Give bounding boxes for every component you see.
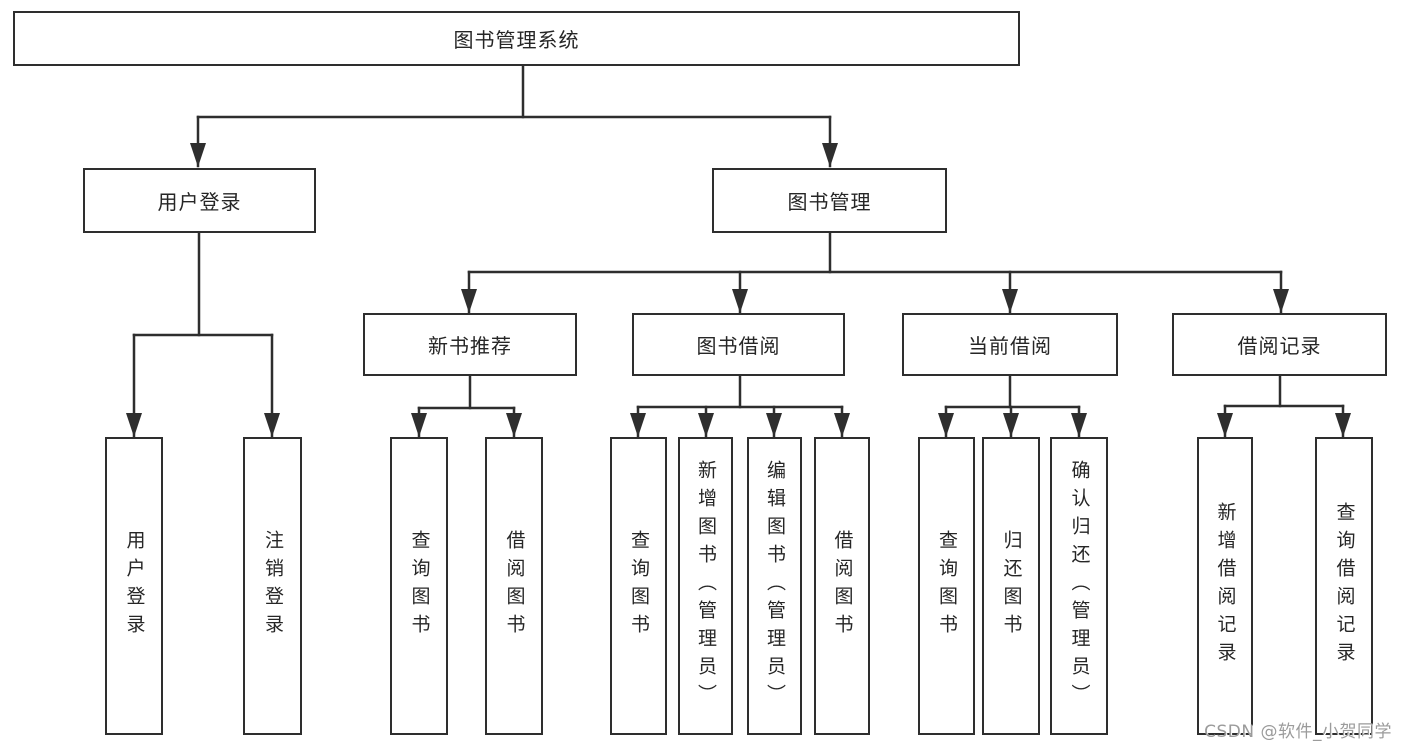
leaf-logout-label: 注销登录 bbox=[262, 530, 284, 642]
node-book-mgmt-label: 图书管理 bbox=[787, 190, 872, 214]
leaf-current-return: 归还图书 bbox=[982, 437, 1040, 735]
leaf-user-login-label: 用户登录 bbox=[123, 530, 146, 642]
leaf-current-query-label: 查询图书 bbox=[936, 530, 958, 642]
leaf-user-login: 用户登录 bbox=[105, 437, 163, 735]
leaf-borrow-edit-admin: 编辑图书（管理员） bbox=[747, 437, 802, 735]
node-borrow-records-label: 借阅记录 bbox=[1237, 334, 1322, 358]
leaf-newbook-borrow: 借阅图书 bbox=[485, 437, 543, 735]
leaf-borrow-add-admin-label: 新增图书（管理员） bbox=[695, 460, 717, 712]
leaf-records-add: 新增借阅记录 bbox=[1197, 437, 1253, 735]
leaf-current-query: 查询图书 bbox=[918, 437, 975, 735]
leaf-records-query: 查询借阅记录 bbox=[1315, 437, 1373, 735]
node-root-label: 图书管理系统 bbox=[453, 28, 580, 52]
leaf-borrow-query-label: 查询图书 bbox=[628, 530, 650, 642]
connector-book-mgmt bbox=[461, 231, 1289, 314]
node-book-mgmt: 图书管理 bbox=[712, 168, 947, 233]
node-user-login-label: 用户登录 bbox=[157, 190, 242, 214]
connector-book-borrow bbox=[630, 374, 850, 438]
node-user-login: 用户登录 bbox=[83, 168, 316, 233]
leaf-current-confirm-admin: 确认归还（管理员） bbox=[1050, 437, 1108, 735]
node-new-book: 新书推荐 bbox=[363, 313, 577, 376]
node-current-borrow-label: 当前借阅 bbox=[968, 334, 1052, 358]
leaf-borrow-query: 查询图书 bbox=[610, 437, 667, 735]
leaf-current-confirm-admin-label: 确认归还（管理员） bbox=[1068, 460, 1091, 712]
leaf-borrow-edit-admin-label: 编辑图书（管理员） bbox=[764, 460, 786, 712]
csdn-watermark: CSDN @软件_小贺同学 bbox=[1204, 722, 1392, 742]
leaf-newbook-query: 查询图书 bbox=[390, 437, 448, 735]
node-book-borrow-label: 图书借阅 bbox=[696, 334, 781, 358]
leaf-borrow-borrow-label: 借阅图书 bbox=[831, 530, 854, 642]
leaf-records-add-label: 新增借阅记录 bbox=[1214, 502, 1237, 670]
connector-root bbox=[190, 65, 838, 168]
connector-borrow-records bbox=[1217, 374, 1351, 438]
leaf-logout: 注销登录 bbox=[243, 437, 302, 735]
leaf-records-query-label: 查询借阅记录 bbox=[1333, 502, 1356, 670]
node-root-system: 图书管理系统 bbox=[13, 11, 1020, 66]
leaf-borrow-add-admin: 新增图书（管理员） bbox=[678, 437, 733, 735]
node-borrow-records: 借阅记录 bbox=[1172, 313, 1387, 376]
connector-current-borrow bbox=[938, 374, 1087, 438]
leaf-newbook-query-label: 查询图书 bbox=[408, 530, 431, 642]
leaf-borrow-borrow: 借阅图书 bbox=[814, 437, 870, 735]
node-current-borrow: 当前借阅 bbox=[902, 313, 1118, 376]
connector-user-login bbox=[126, 231, 280, 438]
connector-new-book bbox=[411, 374, 522, 438]
leaf-newbook-borrow-label: 借阅图书 bbox=[503, 530, 526, 642]
node-book-borrow: 图书借阅 bbox=[632, 313, 845, 376]
node-new-book-label: 新书推荐 bbox=[428, 334, 512, 358]
leaf-current-return-label: 归还图书 bbox=[1000, 530, 1023, 642]
